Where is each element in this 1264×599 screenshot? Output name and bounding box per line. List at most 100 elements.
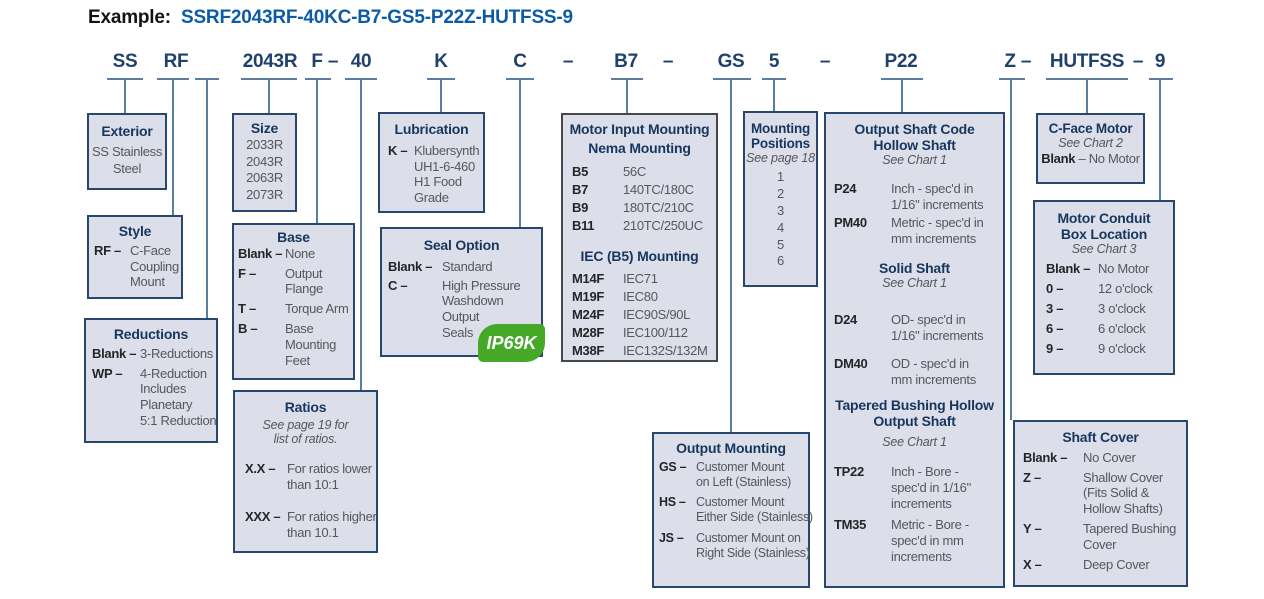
option-code: D24 (834, 311, 857, 327)
box-note: See Chart 1 (882, 276, 947, 291)
code-separator: – (662, 51, 674, 72)
option-desc: C-Face Coupling Mount (130, 242, 179, 290)
ip69k-badge: IP69K (478, 324, 545, 362)
box-title: Motor Input Mounting (569, 121, 710, 137)
option-desc: 56C (623, 164, 646, 180)
box-note: See Chart 3 (1071, 242, 1137, 257)
option-code: M24F (572, 307, 605, 323)
option-desc: Standard (442, 258, 493, 274)
option-code: B11 (572, 217, 595, 233)
option-row: M38F IEC132S/132M (563, 343, 716, 359)
box-lubrication: Lubrication K – Klubersynth UH1-6-460 H1… (378, 112, 485, 213)
option-row: Blank – No Motor (1035, 261, 1173, 277)
option-code: Blank – (238, 245, 283, 261)
option-row: D24 OD- spec'd in 1/16" increments (826, 312, 1003, 344)
option-row: B7 140TC/180C (563, 182, 716, 198)
box-title: Output Mounting (676, 440, 786, 456)
option-row: 9 – 9 o'clock (1035, 341, 1173, 357)
box-note: See Chart 1 (882, 153, 947, 168)
option-row: TM35 Metric - Bore - spec'd in mm increm… (826, 517, 1003, 565)
option-desc: 6 o'clock (1098, 320, 1146, 336)
option-code: TM35 (834, 517, 867, 533)
box-motor-conduit-location: Motor Conduit Box Location See Chart 3 B… (1033, 200, 1175, 375)
part-code: 9 (1154, 51, 1166, 72)
box-motor-input-mounting: Motor Input Mounting Nema Mounting B5 56… (561, 113, 718, 362)
connector-tick (999, 78, 1025, 80)
option-row: B11 210TC/250UC (563, 218, 716, 234)
box-size: Size 2033R 2043R 2063R 2073R (232, 113, 297, 212)
connector-line (440, 79, 442, 112)
nema-heading: Nema Mounting (588, 139, 691, 156)
part-code: Z (1004, 51, 1016, 72)
option-desc: Torque Arm (285, 301, 349, 317)
box-title: Seal Option (423, 237, 500, 253)
option-code: Blank – (388, 258, 433, 274)
option-code: Y – (1023, 521, 1042, 537)
option-code: Blank – (1046, 261, 1091, 277)
box-title: Mounting Positions (750, 121, 811, 152)
connector-tick (1149, 78, 1173, 80)
option-desc: None (285, 245, 315, 261)
connector-line (730, 79, 732, 432)
option-code: X.X – (245, 461, 276, 477)
option-code: Z – (1023, 469, 1041, 485)
option-desc: Inch - spec'd in 1/16" increments (891, 181, 984, 212)
box-reductions: Reductions Blank – 3-Reductions WP – 4-R… (84, 318, 218, 443)
option-code: 6 – (1046, 320, 1064, 336)
box-output-shaft-code: Output Shaft Code Hollow Shaft See Chart… (824, 112, 1005, 588)
iec-heading: IEC (B5) Mounting (580, 247, 699, 264)
option-row: M19F IEC80 (563, 289, 716, 305)
option-row: B – Base Mounting Feet (234, 321, 353, 369)
option-desc: Metric - spec'd in mm increments (891, 214, 984, 246)
part-code: 5 (768, 51, 780, 72)
option-code: T – (238, 301, 256, 317)
solid-shaft-heading: Solid Shaft (879, 259, 950, 276)
option-desc: Customer Mount on Right Side (Stainless) (696, 530, 810, 560)
option-code: M38F (572, 342, 605, 358)
option-desc: IEC90S/90L (623, 307, 691, 323)
box-note: See page 18 (746, 151, 815, 166)
option-code: B – (238, 321, 258, 337)
option-row: Y – Tapered Bushing Cover (1015, 521, 1186, 553)
option-code: HS – (659, 495, 686, 510)
option-row: Blank – 3-Reductions (86, 346, 216, 362)
option-code: 3 – (1046, 300, 1064, 316)
option-code: TP22 (834, 464, 864, 480)
box-shaft-cover: Shaft Cover Blank – No Cover Z – Shallow… (1013, 420, 1188, 587)
option-row: HS – Customer Mount Either Side (Stainle… (654, 495, 813, 526)
option-row: Blank – None (234, 246, 353, 262)
option-desc: 4-Reduction Includes Planetary 5:1 Reduc… (140, 365, 217, 429)
option-code: DM40 (834, 355, 868, 371)
option-desc: IEC71 (623, 271, 658, 287)
code-separator: – (819, 51, 831, 72)
example-part-number: SSRF2043RF-40KC-B7-GS5-P22Z-HUTFSS-9 (180, 7, 573, 28)
position-value: 4 (777, 219, 784, 235)
option-code: M19F (572, 289, 605, 305)
box-title: Reductions (113, 326, 189, 342)
connector-line (360, 79, 362, 390)
option-row: B9 180TC/210C (563, 200, 716, 216)
connector-line (519, 79, 521, 227)
part-code: GS (717, 51, 745, 72)
option-row: WP – 4-Reduction Includes Planetary 5:1 … (86, 365, 217, 429)
option-row: RF – C-Face Coupling Mount (89, 243, 181, 291)
option-desc: 3 o'clock (1098, 300, 1146, 316)
connector-tick (713, 78, 751, 80)
option-row: Blank – No Motor (1038, 151, 1143, 167)
option-code: B7 (572, 182, 589, 198)
option-code: M14F (572, 271, 605, 287)
box-mounting-positions: Mounting Positions See page 18 1 2 3 4 5… (743, 111, 818, 287)
option-row: 3 – 3 o'clock (1035, 301, 1173, 317)
box-exterior: Exterior SS Stainless Steel (87, 113, 167, 190)
box-seal-option: Seal Option Blank – Standard C – High Pr… (380, 227, 543, 357)
box-title: Size (250, 120, 279, 136)
part-code: HUTFSS (1049, 51, 1125, 72)
option-desc: For ratios higher than 10.1 (287, 508, 377, 540)
example-label: Example: (88, 7, 171, 28)
option-row: X.X – For ratios lower than 10:1 (235, 461, 376, 493)
option-desc: Klubersynth UH1-6-460 H1 Food Grade (414, 142, 480, 206)
option-row: M24F IEC90S/90L (563, 307, 716, 323)
box-note: See Chart 1 (882, 434, 947, 449)
part-code: 2043R (242, 51, 298, 72)
